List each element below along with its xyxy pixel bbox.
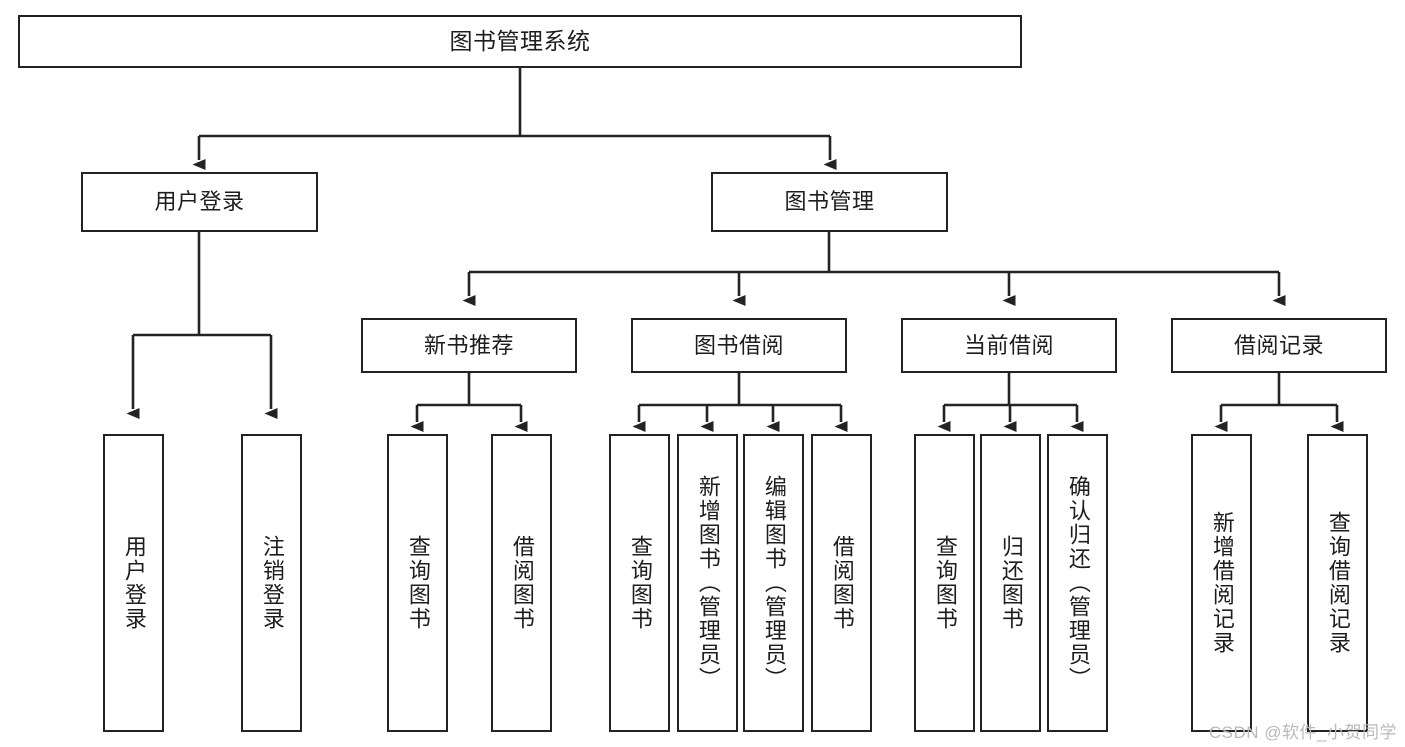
node-label: 借阅图书 (829, 535, 855, 631)
node-label: 注销登录 (259, 535, 285, 631)
node-label: 当前借阅 (963, 332, 1054, 358)
node-label: 归还图书 (998, 535, 1024, 631)
leaf-user-login-signout[interactable]: 注销登录 (241, 434, 302, 732)
leaf-current-confirm-return-admin[interactable]: 确认归还（管理员） (1047, 434, 1108, 732)
node-label: 图书借阅 (693, 332, 784, 358)
leaf-borrow-edit-book-admin[interactable]: 编辑图书（管理员） (743, 434, 804, 732)
node-label: 查询图书 (627, 535, 653, 631)
node-book-borrow[interactable]: 图书借阅 (631, 318, 847, 373)
node-label: 新书推荐 (423, 332, 514, 358)
leaf-borrow-borrow-book[interactable]: 借阅图书 (811, 434, 872, 732)
node-borrow-record[interactable]: 借阅记录 (1171, 318, 1387, 373)
csdn-watermark: CSDN @软件_小贺同学 (1208, 723, 1397, 742)
leaf-borrow-query-book[interactable]: 查询图书 (609, 434, 670, 732)
node-current-borrow[interactable]: 当前借阅 (901, 318, 1117, 373)
leaf-borrow-add-book-admin[interactable]: 新增图书（管理员） (677, 434, 738, 732)
leaf-record-query-record[interactable]: 查询借阅记录 (1307, 434, 1368, 732)
node-user-login[interactable]: 用户登录 (81, 172, 318, 232)
node-root-system[interactable]: 图书管理系统 (18, 15, 1022, 68)
node-label: 编辑图书（管理员） (761, 475, 787, 691)
node-label: 新增借阅记录 (1209, 511, 1235, 655)
node-label: 新增图书（管理员） (695, 475, 721, 691)
node-label: 查询图书 (932, 535, 958, 631)
node-label: 查询借阅记录 (1325, 511, 1351, 655)
node-label: 图书管理 (784, 189, 875, 214)
leaf-current-query-book[interactable]: 查询图书 (914, 434, 975, 732)
leaf-user-login-signin[interactable]: 用户登录 (103, 434, 164, 732)
leaf-recommend-query-book[interactable]: 查询图书 (387, 434, 448, 732)
leaf-recommend-borrow-book[interactable]: 借阅图书 (491, 434, 552, 732)
node-label: 图书管理系统 (449, 28, 591, 54)
node-label: 查询图书 (405, 535, 431, 631)
node-label: 借阅记录 (1233, 332, 1324, 358)
node-label: 用户登录 (154, 189, 245, 214)
node-label: 确认归还（管理员） (1065, 475, 1091, 691)
leaf-record-add-record[interactable]: 新增借阅记录 (1191, 434, 1252, 732)
node-book-management[interactable]: 图书管理 (711, 172, 948, 232)
node-label: 用户登录 (121, 535, 147, 631)
node-label: 借阅图书 (509, 535, 535, 631)
leaf-current-return-book[interactable]: 归还图书 (980, 434, 1041, 732)
node-new-book-recommend[interactable]: 新书推荐 (361, 318, 577, 373)
